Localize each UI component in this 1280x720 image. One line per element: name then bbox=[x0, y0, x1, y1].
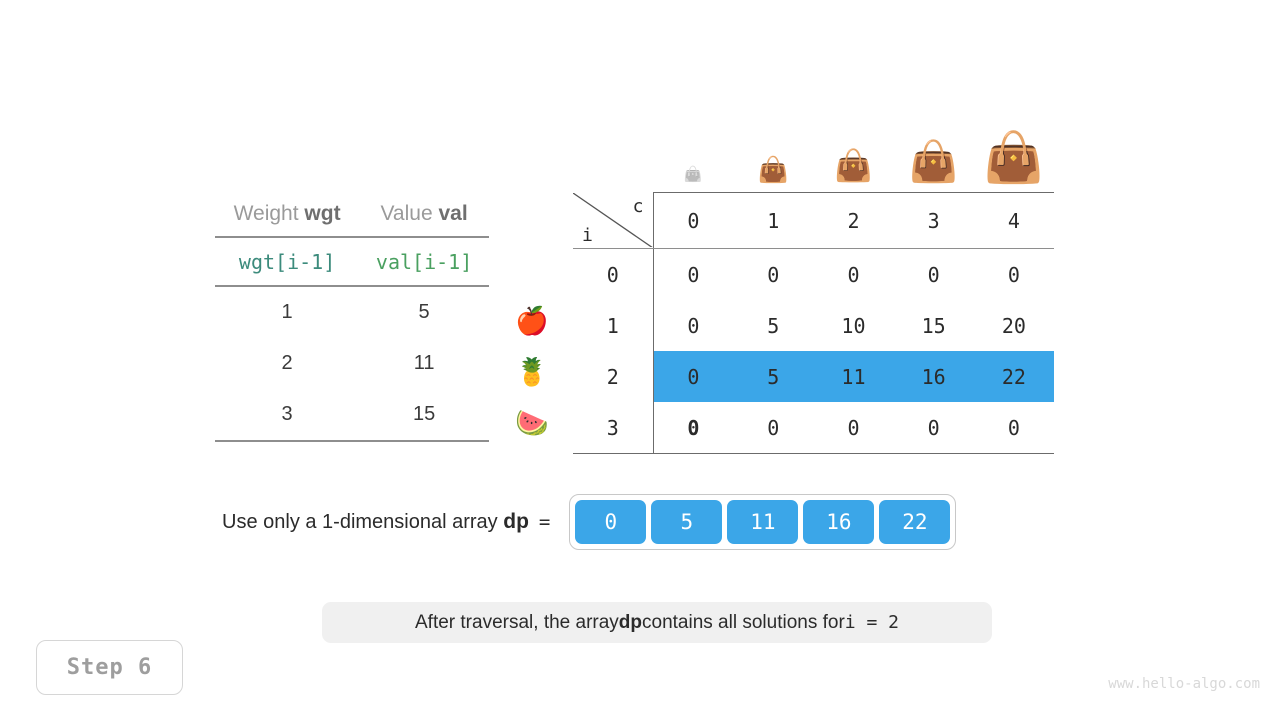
dp-row-index-0: 0 bbox=[573, 248, 654, 300]
dp-1d-cell-1: 5 bbox=[651, 500, 723, 544]
subheader-val-expr: val[i-1] bbox=[359, 236, 489, 287]
dp-row-0: 0 0 0 0 0 0 bbox=[573, 248, 1054, 300]
diagonal-divider-icon bbox=[573, 193, 653, 248]
bag-icon-capacity-1: 👜 bbox=[757, 155, 789, 184]
item-row-2: 2 11 bbox=[215, 338, 489, 389]
bag-icon-capacity-3: 👜 bbox=[908, 139, 959, 185]
dp-col-header-3: 3 bbox=[893, 192, 974, 249]
dp-1d-label: Use only a 1-dimensional array dp bbox=[222, 510, 529, 534]
dp-1d-cell-2: 11 bbox=[727, 500, 799, 544]
item-table-header-row: Weight wgt Value val bbox=[215, 192, 489, 237]
dp-col-header-2: 2 bbox=[813, 192, 894, 249]
header-weight-bold: wgt bbox=[304, 202, 341, 225]
caption-mono: i = 2 bbox=[844, 612, 899, 633]
dp-cell-2-3: 16 bbox=[893, 351, 974, 402]
dp-cell-2-4: 22 bbox=[973, 351, 1054, 402]
dp-1d-label-text: Use only a 1-dimensional array bbox=[222, 511, 504, 533]
dp-cell-3-2: 0 bbox=[813, 402, 894, 454]
dp-row-axis-label: i bbox=[582, 225, 593, 246]
item-weight-1: 1 bbox=[281, 301, 293, 323]
item-value-2: 11 bbox=[413, 352, 435, 374]
watermelon-emoji: 🍉 bbox=[515, 408, 549, 439]
dp-col-axis-label: c bbox=[632, 195, 644, 217]
dp-row-index-3: 3 bbox=[573, 402, 654, 454]
dp-cell-1-3: 15 bbox=[921, 313, 946, 338]
dp-1d-label-bold: dp bbox=[503, 510, 529, 533]
dp-cell-2-2: 11 bbox=[813, 351, 894, 402]
dp-cell-1-1: 5 bbox=[767, 313, 780, 338]
bag-icon-capacity-2: 👜 bbox=[834, 148, 873, 184]
dp-cell-2-0: 0 bbox=[653, 351, 734, 402]
caption-middle: contains all solutions for bbox=[642, 611, 845, 633]
caption-bold: dp bbox=[618, 611, 643, 633]
bag-icon-capacity-0: 👜 bbox=[683, 165, 703, 183]
dp-cell-3-3: 0 bbox=[893, 402, 974, 454]
bag-icon-capacity-4: 👜 bbox=[983, 129, 1045, 186]
dp-col-header-4: 4 bbox=[973, 192, 1054, 249]
header-value: Value val bbox=[359, 192, 489, 237]
dp-cell-0-0: 0 bbox=[687, 262, 700, 287]
header-value-bold: val bbox=[438, 202, 468, 225]
dp-1d-cell-3: 16 bbox=[803, 500, 875, 544]
dp-cell-0-4: 0 bbox=[1007, 262, 1020, 287]
dp-cell-3-4: 0 bbox=[973, 402, 1054, 454]
item-row-1: 1 5 bbox=[215, 286, 489, 338]
item-table: Weight wgt Value val wgt[i-1] val[i-1] 1… bbox=[215, 192, 489, 442]
item-weight-2: 2 bbox=[281, 352, 293, 374]
dp-cell-3-0: 0 bbox=[653, 402, 734, 454]
dp-cell-0-1: 0 bbox=[767, 262, 780, 287]
apple-emoji: 🍎 bbox=[515, 306, 549, 337]
dp-1d-equals-sign: = bbox=[538, 511, 551, 533]
item-value-3: 15 bbox=[359, 389, 489, 442]
dp-cell-0-3: 0 bbox=[927, 262, 940, 287]
pineapple-emoji: 🍍 bbox=[515, 357, 549, 388]
bag-capacity-icon-row: 👜👜👜👜👜 bbox=[653, 118, 1054, 182]
dp-cell-2-1: 5 bbox=[733, 351, 814, 402]
header-weight-plain: Weight bbox=[233, 202, 305, 225]
header-value-plain: Value bbox=[380, 202, 439, 225]
dp-1d-cell-4: 22 bbox=[879, 500, 951, 544]
dp-row-index-1: 1 bbox=[573, 300, 654, 351]
caption-banner: After traversal, the array dp contains a… bbox=[322, 602, 992, 643]
step-badge: Step 6 bbox=[36, 640, 183, 695]
item-weight-value-table: Weight wgt Value val wgt[i-1] val[i-1] 1… bbox=[215, 192, 489, 442]
subheader-wgt-expr: wgt[i-1] bbox=[215, 236, 360, 287]
dp-row-index-2: 2 bbox=[573, 351, 654, 402]
dp-cell-0-2: 0 bbox=[847, 262, 860, 287]
dp-cell-3-1: 0 bbox=[733, 402, 814, 454]
dp-col-header-0: 0 bbox=[653, 192, 734, 249]
dp-cell-1-2: 10 bbox=[841, 313, 866, 338]
item-value-1: 5 bbox=[418, 301, 430, 323]
caption-before: After traversal, the array bbox=[415, 611, 619, 633]
item-table-subheader-row: wgt[i-1] val[i-1] bbox=[215, 236, 489, 287]
site-watermark: www.hello-algo.com bbox=[1108, 676, 1260, 692]
dp-cell-1-0: 0 bbox=[687, 313, 700, 338]
dp-cell-1-4: 20 bbox=[1001, 313, 1026, 338]
dp-col-header-1: 1 bbox=[733, 192, 814, 249]
item-row-3: 3 15 bbox=[215, 389, 489, 442]
item-weight-3: 3 bbox=[215, 389, 360, 442]
dp-1d-cell-0: 0 bbox=[575, 500, 647, 544]
header-weight: Weight wgt bbox=[215, 192, 359, 237]
fruit-icon-column: 🍎 🍍 🍉 bbox=[508, 296, 556, 449]
